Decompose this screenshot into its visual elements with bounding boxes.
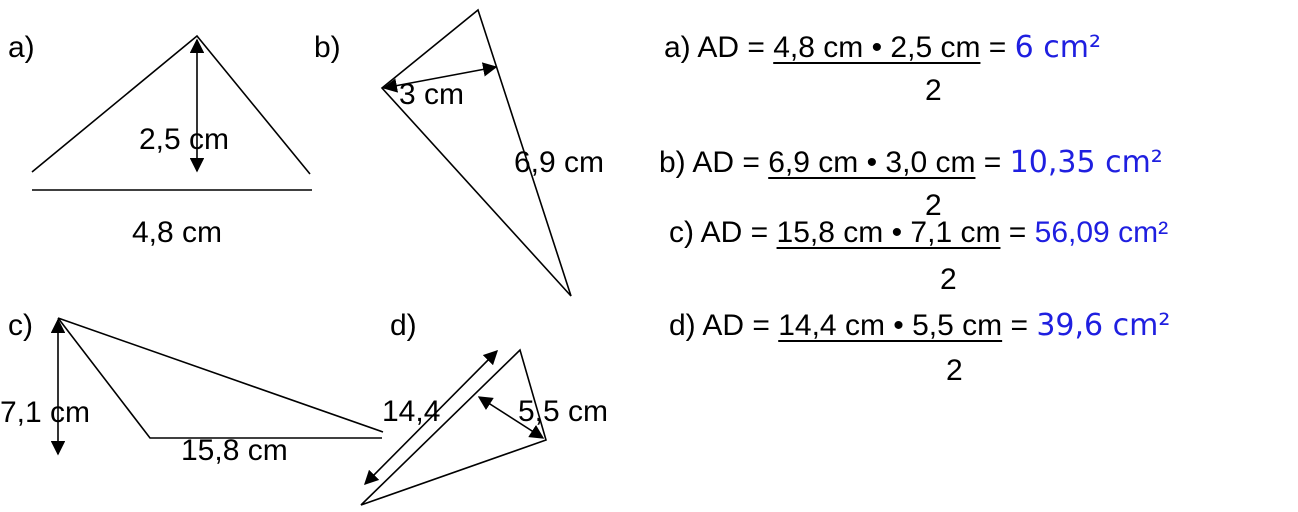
equation-numerator: 6,9 cm • 3,0 cm	[768, 146, 976, 179]
figure-c-tag: c)	[8, 309, 33, 342]
equation-equals: =	[975, 146, 1010, 179]
height-arrow-d	[477, 396, 545, 439]
equation-numerator: 4,8 cm • 2,5 cm	[773, 31, 981, 64]
figure-a-tag: a)	[8, 31, 35, 64]
equation-prefix: b) AD =	[659, 146, 769, 179]
figure-d-base-label: 14,4	[382, 395, 441, 428]
figure-a-base-label: 4,8 cm	[132, 216, 223, 249]
equation-numerator: 14,4 cm • 5,5 cm	[778, 309, 1003, 342]
figure-d-tag: d)	[390, 309, 417, 342]
height-arrow-b	[382, 62, 498, 93]
equation-equals: =	[1000, 216, 1035, 249]
equation-a-denominator: 2	[925, 74, 942, 107]
equation-numerator: 15,8 cm • 7,1 cm	[776, 216, 1001, 249]
figure-c-height-label: 7,1 cm	[0, 396, 91, 429]
equation-result: 56,09 cm²	[1034, 216, 1169, 249]
figure-a-height-label: 2,5 cm	[139, 123, 230, 156]
equation-prefix: a) AD =	[664, 31, 774, 64]
triangle-b	[380, 8, 572, 297]
equation-prefix: c) AD =	[669, 216, 777, 249]
figure-d-height-label: 5,5 cm	[518, 395, 609, 428]
equation-a: a) AD = 4,8 cm • 2,5 cm = 6 cm²	[664, 33, 1101, 63]
figure-b-tag: b)	[314, 31, 341, 64]
equation-equals: =	[1002, 309, 1037, 342]
equation-equals: =	[980, 31, 1015, 64]
equation-c: c) AD = 15,8 cm • 7,1 cm = 56,09 cm²	[669, 218, 1168, 248]
figure-c-base-label: 15,8 cm	[181, 434, 288, 467]
triangle-c	[57, 317, 384, 439]
equation-result: 39,6 cm²	[1036, 308, 1171, 343]
equation-c-denominator: 2	[940, 263, 957, 296]
triangle-a	[31, 34, 311, 175]
equation-result: 10,35 cm²	[1009, 145, 1163, 180]
figure-b-base-label: 6,9 cm	[514, 146, 605, 179]
equation-b: b) AD = 6,9 cm • 3,0 cm = 10,35 cm²	[659, 148, 1163, 178]
equation-b-denominator: 2	[925, 189, 942, 222]
equation-result: 6 cm²	[1014, 30, 1102, 65]
equation-d: d) AD = 14,4 cm • 5,5 cm = 39,6 cm²	[669, 311, 1170, 341]
equation-d-denominator: 2	[946, 354, 963, 387]
figure-b-height-label: 3 cm	[399, 78, 465, 111]
base-arrow-d	[363, 349, 499, 486]
equation-prefix: d) AD =	[669, 309, 779, 342]
